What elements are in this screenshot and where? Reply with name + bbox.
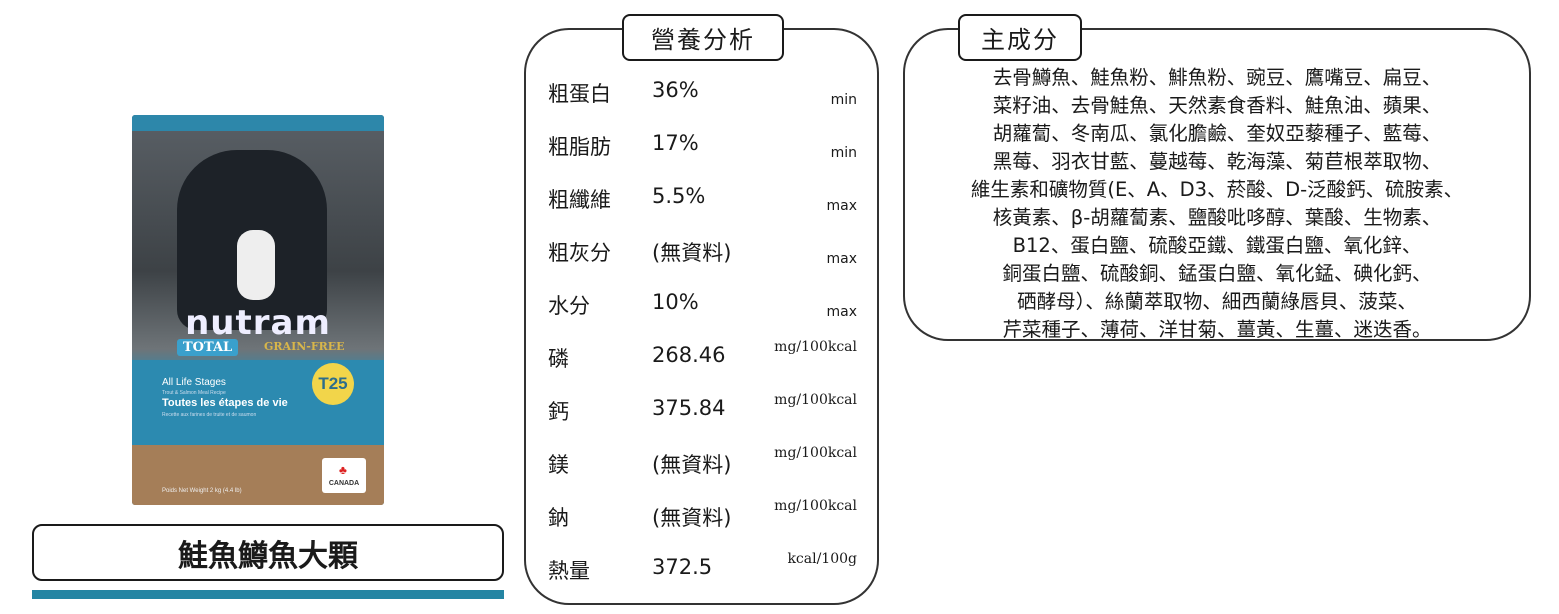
package-code-badge: T25 [312,363,354,405]
ingredients-line: 菜籽油、去骨鮭魚、天然素食香料、鮭魚油、蘋果、 [992,94,1442,117]
nutrient-label: 粗灰分 [548,241,611,265]
nutrient-label: 鎂 [548,453,569,477]
nutrient-label: 鈉 [548,506,569,530]
nutrient-unit: min [830,145,857,161]
nutrient-unit: mg/100kcal [774,339,857,355]
nutrition-row: 粗蛋白 36% min [526,78,877,131]
nutrient-label: 熱量 [548,559,590,583]
nutrition-row: 粗纖維 5.5% max [526,184,877,237]
nutrient-value: 375.84 [652,396,726,420]
package-subline: GRAIN-FREE [264,340,345,353]
package-weight: Poids Net Weight 2 kg (4.4 lb) [162,488,242,494]
nutrient-unit: mg/100kcal [774,498,857,514]
nutrition-row: 粗灰分 (無資料) max [526,237,877,290]
nutrient-unit: mg/100kcal [774,392,857,408]
package-brand: nutram [185,303,331,343]
ingredients-line: 胡蘿蔔、冬南瓜、氯化膽鹼、奎奴亞藜種子、藍莓、 [992,122,1442,145]
nutrient-label: 鈣 [548,400,569,424]
accent-bar [32,590,504,599]
package-origin: CANADA [328,480,360,487]
nutrient-value: 10% [652,290,699,314]
nutrient-value: 36% [652,78,699,102]
nutrition-row: 鈣 375.84 mg/100kcal [526,392,877,449]
nutrient-unit: kcal/100g [787,551,857,567]
package-warning-strip [132,115,384,131]
package-line: TOTAL [177,339,239,356]
ingredients-line: 核黃素、β-胡蘿蔔素、鹽酸吡哆醇、葉酸、生物素、 [992,206,1442,229]
nutrient-unit: min [830,92,857,108]
nutrient-label: 粗纖維 [548,188,611,212]
nutrition-row: 粗脂肪 17% min [526,131,877,184]
product-package-image: nutram TOTAL GRAIN-FREE T25 All Life Sta… [132,115,384,505]
nutrient-unit: max [826,198,857,214]
nutrient-value: (無資料) [652,506,732,530]
product-name: 鮭魚鱒魚大顆 [178,538,358,574]
nutrition-title: 營養分析 [622,14,784,61]
package-origin-badge: ♣ CANADA [322,458,366,493]
nutrition-row: 磷 268.46 mg/100kcal [526,339,877,396]
nutrition-row: 鈉 (無資料) mg/100kcal [526,498,877,555]
nutrient-label: 粗脂肪 [548,135,611,159]
package-stage-fr: Toutes les étapes de vie [162,397,288,409]
nutrient-value: 5.5% [652,184,706,208]
package-stage-en: All Life Stages [162,377,226,388]
ingredients-title: 主成分 [958,14,1082,61]
package-recipe-en: Trout & Salmon Meal Recipe [162,390,226,396]
nutrition-row: 水分 10% max [526,290,877,343]
nutrition-row: 鎂 (無資料) mg/100kcal [526,445,877,502]
ingredients-line: 銅蛋白鹽、硫酸銅、錳蛋白鹽、氧化錳、碘化鈣、 [1002,262,1432,285]
nutrient-unit: max [826,251,857,267]
nutrient-value: (無資料) [652,453,732,477]
dog-chest [237,230,275,300]
nutrient-value: (無資料) [652,241,732,265]
ingredients-panel: 去骨鱒魚、鮭魚粉、鯡魚粉、豌豆、鷹嘴豆、扁豆、菜籽油、去骨鮭魚、天然素食香料、鮭… [903,28,1531,341]
nutrition-row: 熱量 372.5 kcal/100g [526,551,877,608]
ingredients-line: 硒酵母）、絲蘭萃取物、細西蘭綠唇貝、菠菜、 [1017,290,1417,313]
package-recipe-fr: Recette aux farines de truite et de saum… [162,412,257,418]
nutrient-value: 372.5 [652,555,713,579]
nutrient-label: 磷 [548,347,569,371]
ingredients-line: B12、蛋白鹽、硫酸亞鐵、鐵蛋白鹽、氧化鋅、 [1012,234,1422,257]
nutrient-unit: mg/100kcal [774,445,857,461]
product-name-box: 鮭魚鱒魚大顆 [32,524,504,581]
ingredients-line: 去骨鱒魚、鮭魚粉、鯡魚粉、豌豆、鷹嘴豆、扁豆、 [992,66,1442,89]
nutrient-label: 粗蛋白 [548,82,611,106]
nutrient-label: 水分 [548,294,590,318]
nutrient-value: 17% [652,131,699,155]
ingredients-line: 維生素和礦物質(E、A、D3、菸酸、D-泛酸鈣、硫胺素、 [970,178,1464,201]
nutrient-value: 268.46 [652,343,726,367]
ingredients-text: 去骨鱒魚、鮭魚粉、鯡魚粉、豌豆、鷹嘴豆、扁豆、菜籽油、去骨鮭魚、天然素食香料、鮭… [905,64,1529,344]
nutrient-unit: max [826,304,857,320]
ingredients-line: 芹菜種子、薄荷、洋甘菊、薑黃、生薑、迷迭香。 [1002,318,1432,341]
ingredients-line: 黑莓、羽衣甘藍、蔓越莓、乾海藻、菊苣根萃取物、 [992,150,1442,173]
maple-leaf-icon: ♣ [339,463,347,477]
